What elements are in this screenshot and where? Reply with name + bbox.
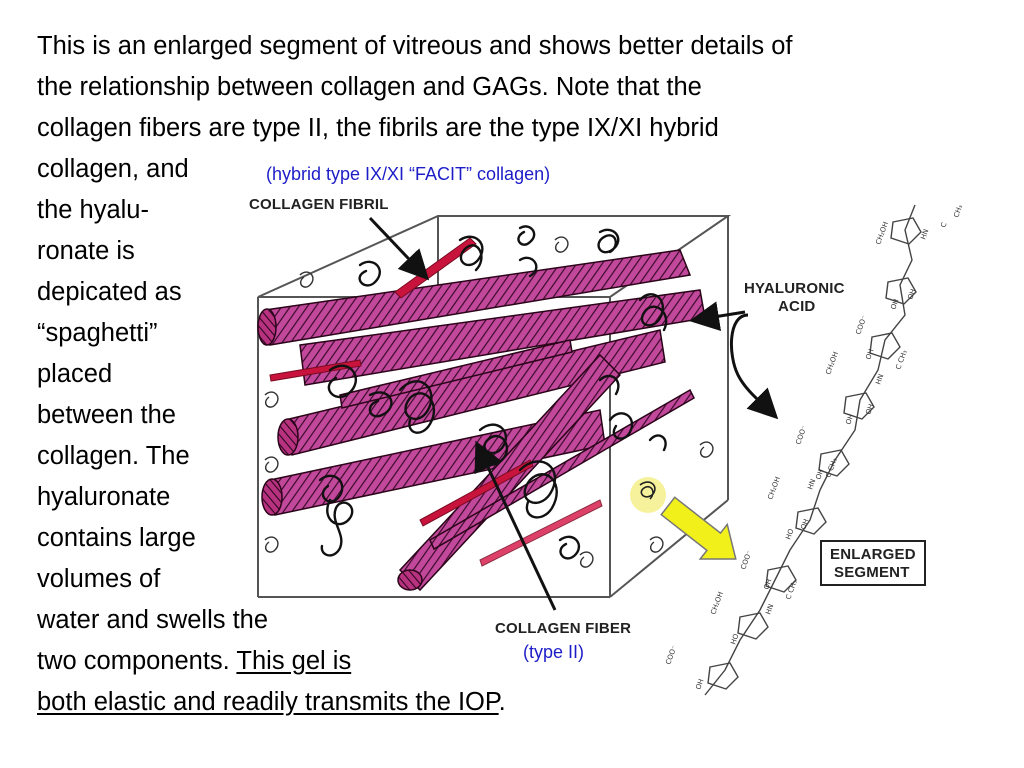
svg-text:HN: HN: [919, 228, 930, 241]
collagen-fibrils: [269, 237, 603, 567]
hyaluronic-acid-label-1: HYALURONIC: [744, 280, 845, 297]
facit-annotation: (hybrid type IX/XI “FACIT” collagen): [266, 164, 551, 184]
enlarged-segment-box: ENLARGED SEGMENT: [820, 540, 926, 586]
text-line-2: the relationship between collagen and GA…: [37, 73, 702, 101]
text-line-6: ronate is: [37, 237, 135, 265]
enlarged-label-2: SEGMENT: [834, 564, 910, 581]
svg-text:CH₃: CH₃: [952, 204, 964, 219]
svg-text:COO⁻: COO⁻: [664, 644, 678, 665]
svg-text:C: C: [939, 221, 948, 228]
highlighted-curl: [639, 481, 656, 500]
svg-text:HO: HO: [729, 632, 740, 645]
collagen-fiber-label: COLLAGEN FIBER: [495, 620, 632, 637]
text-line-8: “spaghetti”: [37, 319, 158, 347]
hyaluronate-strands: [318, 225, 668, 560]
svg-text:HN: HN: [806, 478, 817, 491]
text-line-4: collagen, and: [37, 155, 189, 183]
svg-text:C CH₃: C CH₃: [894, 349, 908, 371]
svg-text:COO⁻: COO⁻: [739, 549, 753, 570]
hyaluronic-arrow-left: [689, 301, 746, 332]
svg-text:CH₂OH: CH₂OH: [874, 221, 890, 246]
svg-text:COO⁻: COO⁻: [794, 424, 808, 445]
svg-text:HO: HO: [784, 527, 795, 540]
text-line-3: collagen fibers are type II, the fibrils…: [37, 114, 719, 142]
svg-text:OH: OH: [694, 678, 705, 691]
type-ii-annotation: (type II): [523, 642, 585, 662]
collagen-fibers: [257, 249, 706, 592]
svg-text:HN: HN: [874, 373, 885, 386]
underlined-iop-text: both elastic and readily transmits the I…: [37, 688, 499, 716]
text-line-14: volumes of: [37, 565, 161, 593]
svg-text:CH₂OH: CH₂OH: [709, 591, 725, 616]
svg-text:OH: OH: [762, 578, 773, 591]
highlight-glow: [630, 477, 666, 513]
svg-text:OH: OH: [864, 348, 875, 361]
text-line-17: both elastic and readily transmits the I…: [37, 682, 506, 723]
chain-atom-labels: CH₂OH HN C CH₃ OH OH COO⁻ OH CH₂OH HN C …: [664, 204, 964, 691]
svg-text:CH₂OH: CH₂OH: [824, 351, 840, 376]
text-line-1: This is an enlarged segment of vitreous …: [37, 32, 793, 60]
svg-text:OH: OH: [799, 518, 810, 531]
svg-text:CH₂OH: CH₂OH: [766, 476, 782, 501]
fibril-arrow: [368, 216, 430, 281]
hyaluronic-acid-label-2: ACID: [778, 298, 816, 315]
svg-text:OH: OH: [906, 288, 917, 301]
fiber-arrow: [474, 440, 557, 611]
text-line-10: between the: [37, 401, 176, 429]
yellow-arrow: [660, 496, 737, 560]
small-curls: [264, 236, 714, 568]
svg-text:OH: OH: [864, 403, 875, 416]
enlarged-label-1: ENLARGED: [830, 546, 916, 563]
collagen-fibril-label: COLLAGEN FIBRIL: [249, 196, 389, 213]
text-line-12: hyaluronate: [37, 483, 171, 511]
svg-text:C CH₃: C CH₃: [784, 579, 798, 601]
text-line-5: the hyalu-: [37, 196, 149, 224]
text-line-15: water and swells the: [37, 606, 269, 634]
svg-text:OH: OH: [889, 298, 900, 311]
text-line-13: contains large: [37, 524, 196, 552]
hyaluronan-chain: [704, 204, 922, 696]
underlined-gel-text: This gel is: [236, 647, 352, 675]
svg-text:OH: OH: [814, 468, 825, 481]
text-line-16-plain: two components.: [37, 647, 237, 675]
text-line-9: placed: [37, 360, 113, 388]
end-period: .: [498, 688, 506, 716]
text-line-7: depicated as: [37, 278, 182, 306]
text-line-16: two components. This gel is: [37, 641, 351, 682]
text-line-11: collagen. The: [37, 442, 190, 470]
hyaluronic-arrow-down: [729, 313, 779, 420]
svg-text:COO⁻: COO⁻: [854, 314, 868, 335]
svg-text:OH: OH: [844, 413, 855, 426]
svg-text:HN: HN: [764, 603, 775, 616]
